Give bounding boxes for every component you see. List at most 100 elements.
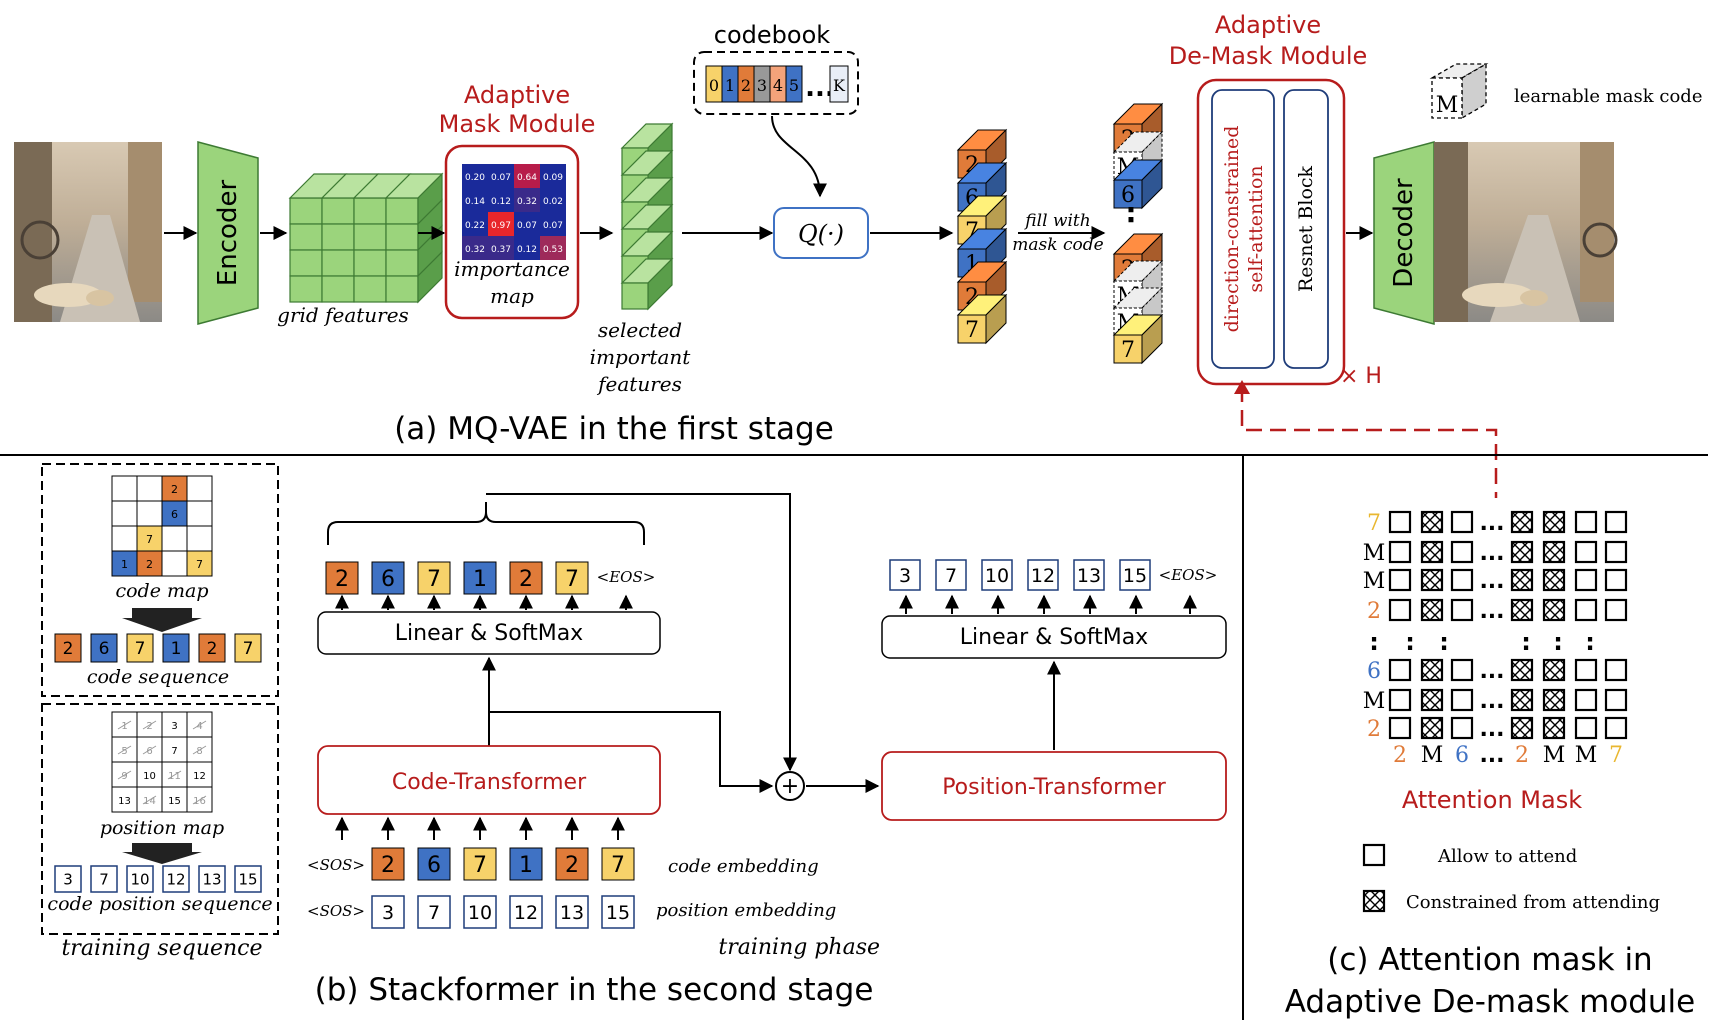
position-map-value: 7 [171,746,177,757]
position-input-box [417,895,451,929]
importance-cell [462,212,488,236]
code-input-box [417,847,451,881]
codebook-index: 0 [709,76,719,95]
code-input-box [463,847,497,881]
position-input-box [463,895,497,929]
mask-cell-allowed [1604,598,1628,622]
mask-cell-allowed [1450,598,1474,622]
codebook-box [693,51,859,115]
constrained-label: Constrained from attending [1406,892,1660,913]
code-sequence-label: code sequence [87,666,229,688]
filled-cube-face [1113,179,1143,209]
position-transformer-box [881,751,1227,821]
grid-vellipsis: : [1405,628,1415,656]
code-output-box [509,561,543,595]
codebook-cell [785,65,803,103]
mask-cell-allowed [1450,568,1474,592]
position-strike [117,770,132,780]
grid-feature-side [417,250,443,304]
mask-cell-allowed [1574,510,1598,534]
importance-cell [540,236,566,260]
grid-feature-cell [321,249,355,277]
col-label: M [1421,743,1444,768]
code-input-label: 1 [519,853,533,878]
codebook-cell-last [829,65,849,103]
linear-softmax-left-label: Linear & SoftMax [395,621,583,646]
quantizer-label: Q(·) [798,220,844,248]
code-map-cell [111,550,138,577]
pos-seq-box [126,865,154,893]
position-map-cell [161,786,188,813]
pos-seq-box [90,865,118,893]
position-map-cell [136,761,163,788]
position-map-value: 11 [168,771,181,782]
stage-c-caption-1: (c) Attention mask in [1327,942,1652,978]
code-output-label: 6 [381,567,395,592]
attention-mask-title: Attention Mask [1402,786,1582,814]
position-output-box [1119,559,1151,591]
position-sequence-label: code position sequence [47,893,272,915]
plus-node [775,771,805,801]
code-output-label: 2 [519,567,533,592]
pos-seq-label: 10 [130,870,149,888]
mask-cell-allowed [1574,540,1598,564]
allow-swatch [1362,843,1386,867]
grid-hellipsis: ... [1479,569,1504,594]
code-cube-label: 7 [965,318,979,343]
stage-c-caption-2: Adaptive De-mask module [1285,984,1696,1020]
mask-cell-allowed [1388,658,1412,682]
row-label: 7 [1367,511,1381,536]
codebook-index: 3 [757,76,767,95]
importance-value: 0.12 [491,197,511,207]
importance-cell [514,212,540,236]
mask-cell-constrained [1542,510,1566,534]
filled-stack-top: 2M6 [1112,102,1164,210]
position-input-label: 13 [560,902,584,924]
mask-cell-constrained [1510,598,1534,622]
position-input-label: 10 [468,902,492,924]
stage-a-caption: (a) MQ-VAE in the first stage [394,411,834,447]
mask-cell-allowed [1574,658,1598,682]
mask-cell-allowed [1604,688,1628,712]
mask-cell-allowed [1450,510,1474,534]
mask-cube-glyph: M [1436,93,1459,118]
code-map-label: code map [115,580,208,602]
code-output-box [463,561,497,595]
position-map-cell [111,786,138,813]
code-seq-box [234,633,262,663]
col-label: 2 [1515,743,1529,768]
position-map-value: 10 [143,771,156,782]
code-cube-face [957,314,987,344]
importance-value: 0.07 [491,173,511,183]
code-map-cell [136,500,163,527]
importance-value: 0.02 [543,197,563,207]
output-image: photo-street-dog-icon [1434,142,1618,322]
position-map-value: 15 [168,796,181,807]
importance-cell [514,236,540,260]
code-seq-box [126,633,154,663]
mask-cell-constrained [1420,658,1444,682]
position-output-box [1073,559,1105,591]
mask-cell-constrained [1510,716,1534,740]
row-label: M [1363,541,1386,566]
linear-softmax-right-label: Linear & SoftMax [960,625,1148,650]
code-map-cell [111,500,138,527]
pos-seq-label: 7 [99,870,109,888]
mask-cell-constrained [1510,568,1534,592]
position-map-value: 3 [171,721,177,732]
mask-cell-constrained [1510,688,1534,712]
mask-cell-constrained [1420,688,1444,712]
code-transformer-label: Code-Transformer [392,770,587,795]
position-output-label: 3 [899,565,911,587]
mask-cell-allowed [1574,568,1598,592]
linear-softmax-left [317,611,661,655]
mask-module-title-2: Mask Module [439,110,596,138]
mask-cell-allowed [1450,716,1474,740]
importance-cell [488,164,514,188]
code-seq-box [90,633,118,663]
filled-ellipsis: : [1125,196,1136,229]
code-input-box [601,847,635,881]
position-map-value: 16 [193,796,206,807]
